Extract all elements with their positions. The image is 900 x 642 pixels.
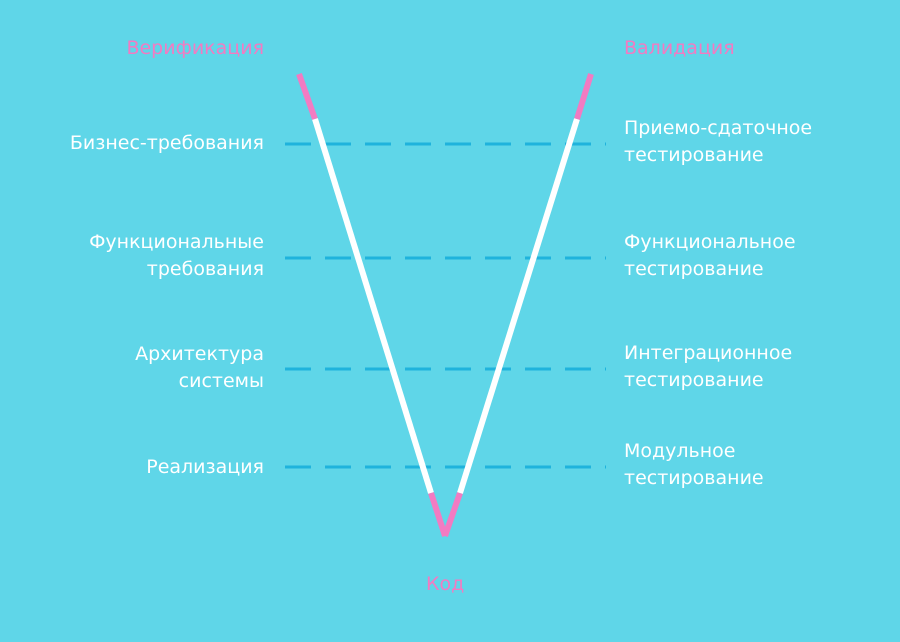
right-label-integration-testing: Интеграционное тестирование [624,340,792,394]
left-label-line: Бизнес-требования [69,132,264,154]
right-label-acceptance-testing: Приемо-сдаточное тестирование [624,115,812,169]
v-shape [296,72,594,537]
right-label-line: тестирование [624,144,764,166]
right-label-unit-testing: Модульное тестирование [624,438,764,492]
v-right-arm-bottom-accent [442,492,463,537]
left-label-business-requirements: Бизнес-требования [70,130,264,157]
v-left-arm-top-accent [296,72,318,121]
v-left-arm [312,118,434,494]
level-divider-lines [285,142,606,469]
right-label-line: тестирование [624,258,764,280]
left-label-line: системы [178,370,264,392]
left-label-system-architecture: Архитектура системы [135,341,264,395]
verification-heading: Верификация [126,37,264,59]
right-label-line: тестирование [624,369,764,391]
left-label-line: Реализация [146,456,264,478]
v-right-arm [457,118,580,494]
right-label-functional-testing: Функциональное тестирование [624,229,796,283]
left-label-functional-requirements: Функциональные требования [89,229,264,283]
v-right-arm-top-accent [574,73,594,120]
right-label-line: Интеграционное [624,342,793,364]
right-label-line: тестирование [624,467,764,489]
right-label-line: Функциональное [624,231,796,253]
right-label-line: Модульное [624,440,736,462]
left-label-line: требования [146,258,264,280]
right-label-line: Приемо-сдаточное [624,117,813,139]
left-label-implementation: Реализация [146,454,264,481]
left-label-line: Функциональные [89,231,264,253]
left-label-line: Архитектура [135,343,264,365]
v-left-arm-bottom-accent [428,492,448,537]
code-heading: Код [426,573,465,595]
validation-heading: Валидация [624,37,735,59]
